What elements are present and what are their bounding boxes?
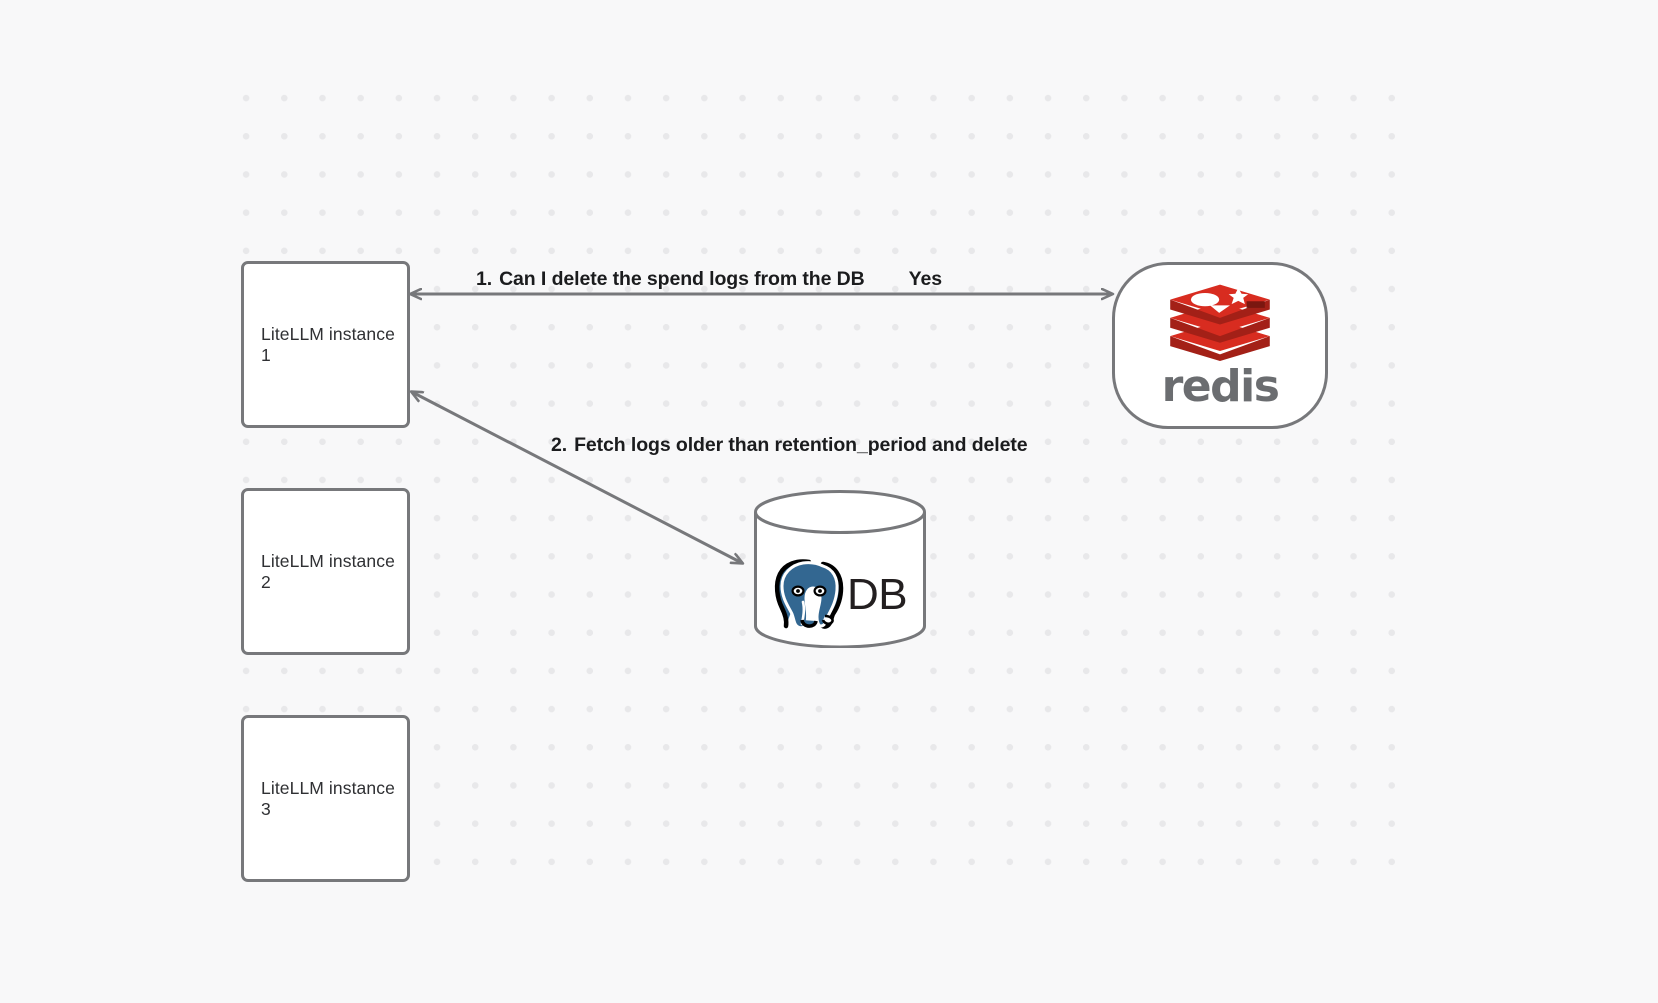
edge-2-text: Fetch logs older than retention_period a…: [574, 434, 1028, 456]
node-litellm-instance-1-label: LiteLLM instance 1: [261, 323, 395, 365]
node-postgres-db[interactable]: DB: [754, 490, 926, 648]
node-postgres-db-label: DB: [846, 570, 908, 619]
edge-1-text: Can I delete the spend logs from the DB: [499, 268, 865, 290]
node-litellm-instance-3-label: LiteLLM instance 3: [261, 777, 395, 819]
node-litellm-instance-3[interactable]: LiteLLM instance 3: [241, 715, 410, 882]
edge-2-step: 2.: [551, 434, 568, 456]
edge-1-step: 1.: [476, 268, 493, 290]
redis-logo-icon: [1166, 283, 1274, 361]
node-litellm-instance-2-label: LiteLLM instance 2: [261, 550, 395, 592]
node-redis-label: redis: [1161, 360, 1280, 412]
postgresql-elephant-icon: [773, 558, 845, 632]
edge-label-1: 1. Can I delete the spend logs from the D…: [476, 268, 942, 291]
edge-litellm1-db: [412, 392, 742, 563]
edge-label-2: 2. Fetch logs older than retention_period…: [551, 434, 1028, 457]
edge-1-reply: Yes: [908, 268, 942, 290]
node-litellm-instance-1[interactable]: LiteLLM instance 1: [241, 261, 410, 428]
node-litellm-instance-2[interactable]: LiteLLM instance 2: [241, 488, 410, 655]
node-redis[interactable]: redis: [1112, 262, 1328, 429]
